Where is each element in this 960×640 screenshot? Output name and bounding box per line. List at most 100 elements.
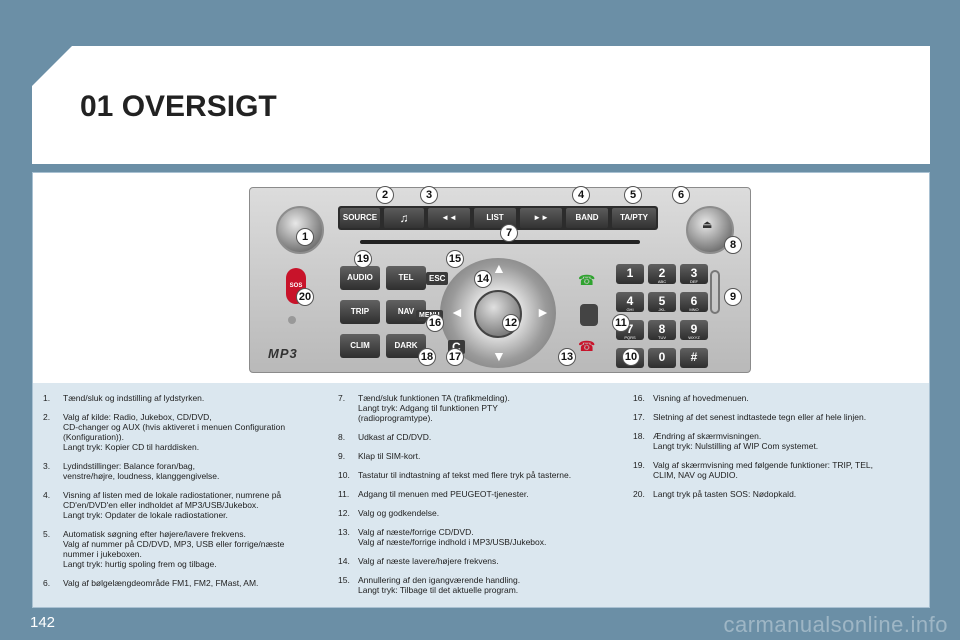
call-end-icon[interactable]: ☎ (578, 338, 596, 354)
source-button[interactable]: SOURCE (340, 208, 380, 228)
callout-badge: 7 (500, 224, 518, 242)
radio-panel: SOURCE ♫ ◄◄ LIST ►► BAND TA/PTY ⏏ SOS AU… (249, 186, 751, 373)
callout-badge: 8 (724, 236, 742, 254)
band-button[interactable]: BAND (566, 208, 608, 228)
item-text: Valg og godkendelse. (358, 508, 440, 518)
arrow-left-icon[interactable]: ◄ (450, 304, 464, 320)
keypad-key-label: 7 (626, 322, 634, 336)
callout-badge: 14 (474, 270, 492, 288)
ta-pty-button[interactable]: TA/PTY (612, 208, 656, 228)
callout-badge: 10 (622, 348, 640, 366)
list-item: 12. Valg og godkendelse. (338, 508, 628, 518)
column-2: 7. Tænd/sluk funktionen TA (trafikmelding… (338, 393, 628, 604)
item-number: 17. (633, 412, 645, 422)
cd-slot (360, 240, 640, 244)
list-item: 20.Langt tryk på tasten SOS: Nødopkald. (633, 489, 923, 499)
page-number: 142 (30, 614, 56, 631)
item-number: 15. (338, 575, 350, 585)
callout-badge: 17 (446, 348, 464, 366)
music-button[interactable]: ♫ (384, 208, 424, 228)
arrow-down-icon[interactable]: ▼ (492, 348, 506, 364)
arrow-up-icon[interactable]: ▲ (492, 260, 506, 276)
callout-badge: 2 (376, 186, 394, 204)
peugeot-lion-icon[interactable] (580, 304, 598, 326)
clim-button[interactable]: CLIM (340, 334, 380, 358)
list-item: 6.Valg af bølgelængdeområde FM1, FM2, FM… (43, 578, 333, 588)
prev-button[interactable]: ◄◄ (428, 208, 470, 228)
arrow-right-icon[interactable]: ► (536, 304, 550, 320)
item-number: 18. (633, 431, 645, 441)
next-button[interactable]: ►► (520, 208, 562, 228)
callout-badge: 18 (418, 348, 436, 366)
item-number: 7. (338, 393, 346, 403)
list-item: 13.Valg af næste/forrige CD/DVD. Valg af… (338, 527, 628, 547)
list-item: 9.Klap til SIM-kort. (338, 451, 628, 461)
keypad-key-label: 9 (690, 322, 698, 336)
list-item: 1. Tænd/sluk og indstilling af lydstyrken… (43, 393, 333, 403)
call-accept-icon[interactable]: ☎ (578, 272, 596, 288)
item-text: Annullering af den igangværende handling… (358, 575, 521, 595)
power-dot-icon (288, 316, 296, 324)
item-number: 2. (43, 412, 51, 422)
tel-button[interactable]: TEL (386, 266, 426, 290)
item-text: Klap til SIM-kort. (358, 451, 421, 461)
keypad-key-label: 2 (658, 266, 666, 280)
eject-icon[interactable]: ⏏ (702, 219, 713, 231)
trip-button[interactable]: TRIP (340, 300, 380, 324)
item-text: Tænd/sluk og indstilling af lydstyrken. (63, 393, 205, 403)
audio-button[interactable]: AUDIO (340, 266, 380, 290)
esc-button[interactable]: ESC (426, 272, 449, 285)
item-number: 1. (43, 393, 51, 403)
callout-badge: 4 (572, 186, 590, 204)
keypad-key[interactable]: # (680, 348, 708, 368)
page-title: 01 OVERSIGT (80, 90, 277, 123)
keypad-key-label: # (690, 350, 698, 364)
list-button[interactable]: LIST (474, 208, 516, 228)
callout-badge: 1 (296, 228, 314, 246)
column-1: 1. Tænd/sluk og indstilling af lydstyrken… (43, 393, 333, 597)
item-text: Sletning af det senest indtastede tegn e… (653, 412, 867, 422)
callout-badge: 3 (420, 186, 438, 204)
column-3: 16.Visning af hovedmenuen.17.Sletning af… (633, 393, 923, 508)
list-item: 18. Ændring af skærmvisningen. Langt tryk… (633, 431, 923, 451)
keypad-key-letters: JKL (658, 307, 666, 312)
list-item: 4.Visning af listen med de lokale radios… (43, 490, 333, 520)
keypad-key[interactable]: 0 (648, 348, 676, 368)
keypad-key-letters: DEF (690, 279, 698, 284)
callout-badge: 9 (724, 288, 742, 306)
list-item: 8.Udkast af CD/DVD. (338, 432, 628, 442)
keypad-key-label: 5 (658, 294, 666, 308)
keypad-key-letters: TUV (658, 335, 666, 340)
item-text: Valg af skærmvisning med følgende funkti… (653, 460, 874, 480)
keypad-key-letters: WXYZ (688, 335, 700, 340)
item-text: Valg af næste lavere/højere frekvens. (358, 556, 499, 566)
item-text: Tænd/sluk funktionen TA (trafikmelding).… (358, 393, 510, 423)
keypad-key[interactable]: 1 (616, 264, 644, 284)
item-text: Visning af hovedmenuen. (653, 393, 749, 403)
keypad-key-letters: ABC (657, 279, 667, 284)
item-text: Langt tryk på tasten SOS: Nødopkald. (653, 489, 797, 499)
list-item: 11.Adgang til menuen med PEUGEOT-tjenest… (338, 489, 628, 499)
list-item: 14.Valg af næste lavere/højere frekvens. (338, 556, 628, 566)
keypad-key-label: 0 (658, 350, 666, 364)
header-card (32, 46, 930, 164)
item-text: Automatisk søgning efter højere/lavere f… (63, 529, 285, 569)
item-number: 12. (338, 508, 350, 518)
keypad-key-label: 4 (626, 294, 634, 308)
callout-badge: 20 (296, 288, 314, 306)
item-text: Ændring af skærmvisningen. Langt tryk: N… (653, 431, 819, 451)
list-item: 10.Tastatur til indtastning af tekst med… (338, 470, 628, 480)
item-number: 6. (43, 578, 51, 588)
callout-badge: 16 (426, 314, 444, 332)
sim-slot[interactable] (710, 270, 720, 314)
description-area (33, 383, 929, 607)
item-number: 4. (43, 490, 51, 500)
list-item: 17. Sletning af det senest indtastede teg… (633, 412, 923, 422)
